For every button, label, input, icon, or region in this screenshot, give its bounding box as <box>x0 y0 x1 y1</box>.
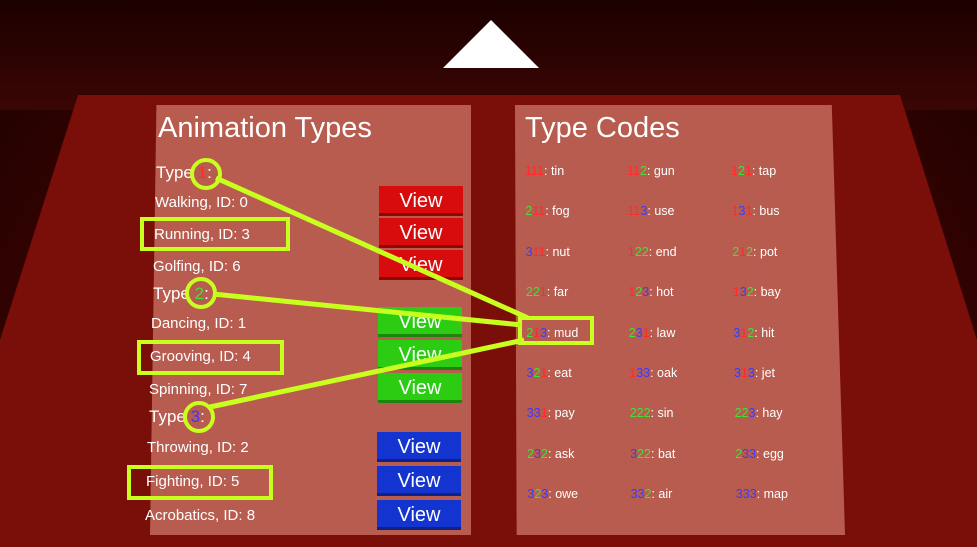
highlight-circle-type-3 <box>183 401 215 433</box>
type-code-hot: 123: hot <box>628 285 674 300</box>
type-code-nut: 311: nut <box>525 244 570 259</box>
type-code-mud: 213: mud <box>526 325 579 340</box>
type-code-sin: 222: sin <box>629 406 674 421</box>
view-button-spinning[interactable]: View <box>378 373 462 403</box>
highlight-box-running <box>140 217 290 251</box>
type-code-bay: 132: bay <box>732 285 781 300</box>
type-code-eat: 321: eat <box>526 366 572 380</box>
type-code-air: 332: air <box>630 487 673 502</box>
type-codes-panel <box>515 105 845 535</box>
highlight-box-fighting <box>127 465 273 500</box>
view-button-fighting[interactable]: View <box>377 466 461 496</box>
view-button-throwing[interactable]: View <box>377 432 461 462</box>
type-code-ask: 232: ask <box>527 446 575 461</box>
animation-label-fighting: Fighting, ID: 5 <box>146 473 240 490</box>
highlight-box-code-mud <box>518 316 594 345</box>
type-code-end: 122: end <box>627 244 677 259</box>
animation-label-golfing: Golfing, ID: 6 <box>153 258 241 275</box>
animation-label-walking: Walking, ID: 0 <box>155 194 248 211</box>
type-code-tin: 111: tin <box>525 164 565 178</box>
type-code-hit: 312: hit <box>733 325 775 340</box>
animation-label-spinning: Spinning, ID: 7 <box>149 381 248 398</box>
view-button-walking[interactable]: View <box>379 186 463 216</box>
type-code-egg: 233: egg <box>735 446 784 461</box>
type-code-fog: 211: fog <box>525 204 570 219</box>
animation-label-acrobatics: Acrobatics, ID: 8 <box>145 507 256 524</box>
type-code-map: 333: map <box>735 487 788 502</box>
type-code-gun: 112: gun <box>627 164 675 178</box>
type-code-oak: 133: oak <box>629 366 678 380</box>
type-code-bus: 131: bus <box>731 204 780 219</box>
type-code-tap: 121: tap <box>731 164 777 178</box>
view-button-acrobatics[interactable]: View <box>377 500 461 530</box>
animation-label-dancing: Dancing, ID: 1 <box>151 315 247 332</box>
type-code-pot: 212: pot <box>732 244 778 259</box>
type-code-law: 231: law <box>628 325 676 340</box>
type-codes-title: Type Codes <box>525 112 680 144</box>
animation-label-throwing: Throwing, ID: 2 <box>147 439 249 456</box>
highlight-box-grooving <box>137 340 284 375</box>
animation-types-title: Animation Types <box>158 112 372 144</box>
highlight-circle-type-2 <box>185 277 217 309</box>
type-code-bat: 322: bat <box>630 446 676 461</box>
view-button-running[interactable]: View <box>379 218 463 248</box>
highlight-circle-type-1 <box>190 158 222 190</box>
type-code-hay: 223: hay <box>734 406 783 421</box>
type-code-jet: 313: jet <box>734 366 776 380</box>
type-code-pay: 331: pay <box>526 406 575 421</box>
animation-label-running: Running, ID: 3 <box>154 226 250 243</box>
type-code-owe: 323: owe <box>527 487 579 502</box>
type-code-far: 221: far <box>525 285 569 300</box>
animation-label-grooving: Grooving, ID: 4 <box>150 348 251 365</box>
up-arrow-icon[interactable] <box>443 20 539 68</box>
type-code-use: 113: use <box>627 204 675 219</box>
